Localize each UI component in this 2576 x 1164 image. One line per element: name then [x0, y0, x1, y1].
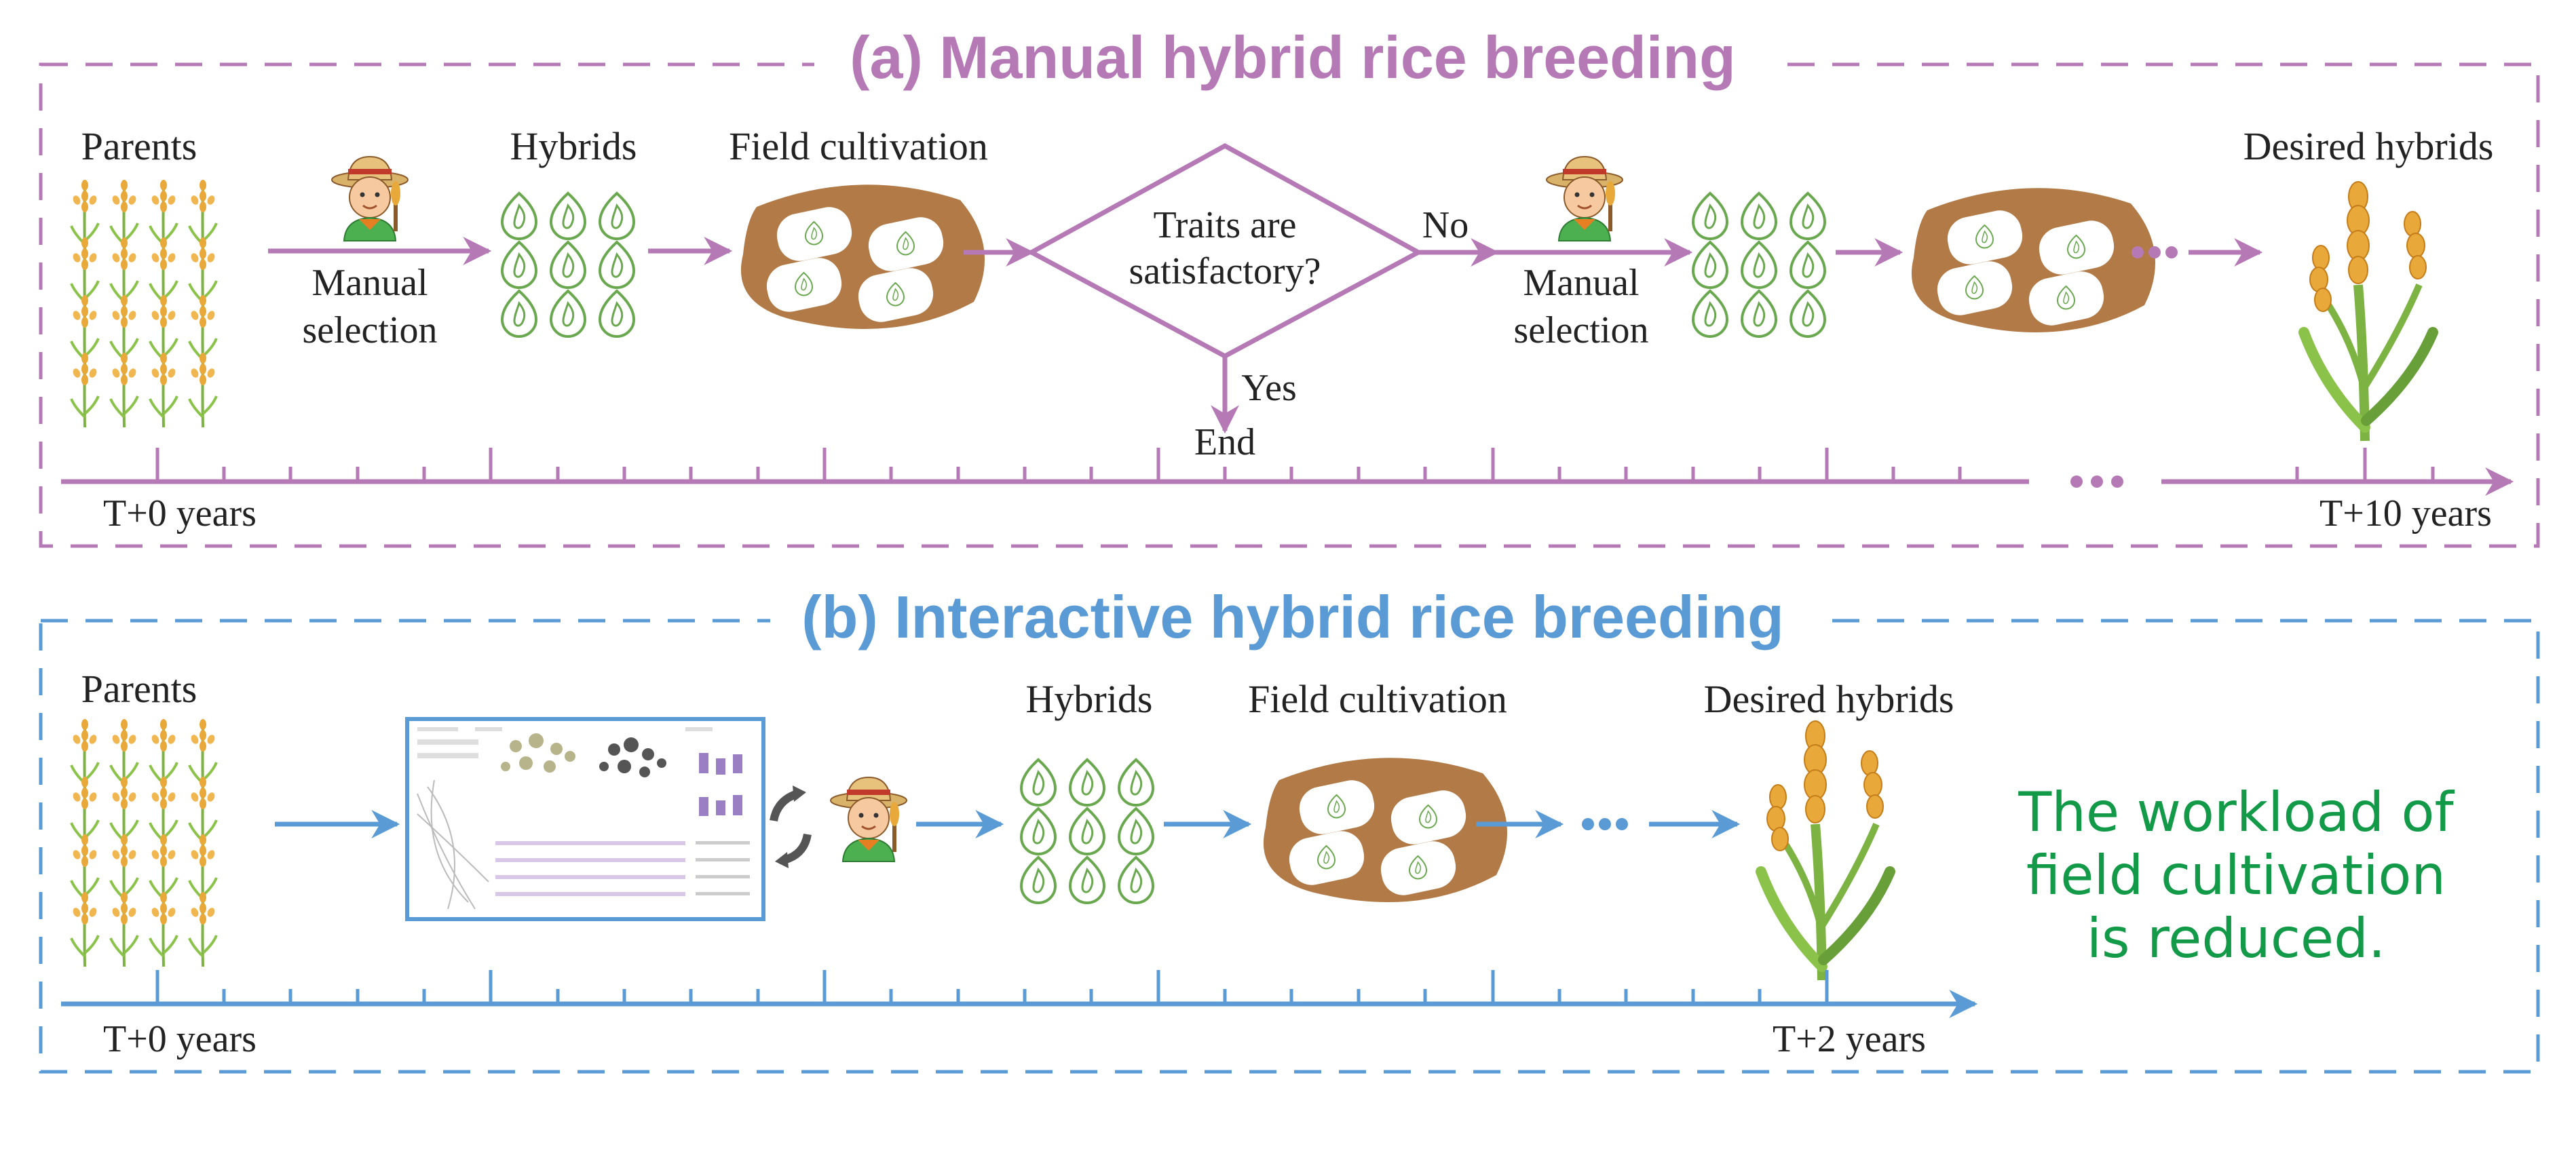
- end-label: End: [1194, 421, 1255, 463]
- field-cultivation-label-b: Field cultivation: [1248, 677, 1507, 721]
- field-icon-2: [1912, 188, 2155, 332]
- decision-text-line1: Traits are: [1153, 204, 1296, 246]
- field-icon-b: [1264, 758, 1507, 902]
- desired-rice-icon: [2304, 182, 2433, 441]
- note-line-3: is reduced.: [2087, 907, 2386, 970]
- hybrids-label: Hybrids: [510, 124, 637, 168]
- hybrid-seeds-icon: [502, 193, 634, 336]
- timeline-b: [61, 970, 1978, 1018]
- workload-note: The workload of field cultivation is red…: [2018, 781, 2455, 970]
- manual-selection-label-4: selection: [1513, 309, 1648, 351]
- ellipsis-dots: [2132, 246, 2178, 258]
- desired-hybrids-label-b: Desired hybrids: [1704, 677, 1954, 721]
- timeline-a-end: T+10 years: [2319, 492, 2492, 535]
- timeline-b-end: T+2 years: [1773, 1018, 1926, 1060]
- desired-rice-icon-b: [1761, 721, 1890, 980]
- field-cultivation-label: Field cultivation: [729, 124, 988, 168]
- hybrid-seeds-icon-b: [1021, 760, 1153, 903]
- panel-interactive: (b) Interactive hybrid rice breeding Par…: [39, 583, 2540, 1074]
- panel-manual: (a) Manual hybrid rice breeding Parents …: [39, 24, 2540, 548]
- field-icon: [741, 185, 985, 329]
- panel-a-title: (a) Manual hybrid rice breeding: [850, 24, 1736, 91]
- parents-plants-icon-b: [71, 719, 216, 967]
- panel-a-border: [39, 62, 2540, 548]
- parents-label: Parents: [81, 124, 197, 168]
- farmer-icon-2: [1545, 155, 1624, 242]
- desired-hybrids-label: Desired hybrids: [2243, 124, 2494, 168]
- timeline-a: [61, 448, 2514, 496]
- farmer-icon-b: [829, 776, 908, 863]
- manual-selection-label-2: selection: [302, 309, 437, 351]
- timeline-b-start: T+0 years: [103, 1018, 257, 1060]
- ellipsis-dots-b: [1582, 818, 1628, 830]
- panel-b-title: (b) Interactive hybrid rice breeding: [801, 583, 1783, 651]
- manual-selection-label-1: Manual: [311, 262, 428, 304]
- no-label: No: [1422, 204, 1469, 246]
- interaction-arrows-icon: [770, 785, 812, 868]
- visual-analytics-thumbnail: [405, 717, 765, 921]
- parents-plants-icon: [71, 180, 216, 427]
- yes-label: Yes: [1241, 367, 1296, 409]
- hybrids-label-b: Hybrids: [1026, 677, 1153, 721]
- parents-label-b: Parents: [81, 667, 197, 711]
- decision-text-line2: satisfactory?: [1129, 250, 1321, 292]
- timeline-a-start: T+0 years: [103, 492, 257, 535]
- hybrid-seeds-icon-2: [1693, 193, 1825, 336]
- note-line-1: The workload of: [2018, 781, 2455, 844]
- note-line-2: field cultivation: [2026, 844, 2446, 907]
- manual-selection-label-3: Manual: [1523, 262, 1639, 304]
- farmer-icon: [330, 155, 409, 242]
